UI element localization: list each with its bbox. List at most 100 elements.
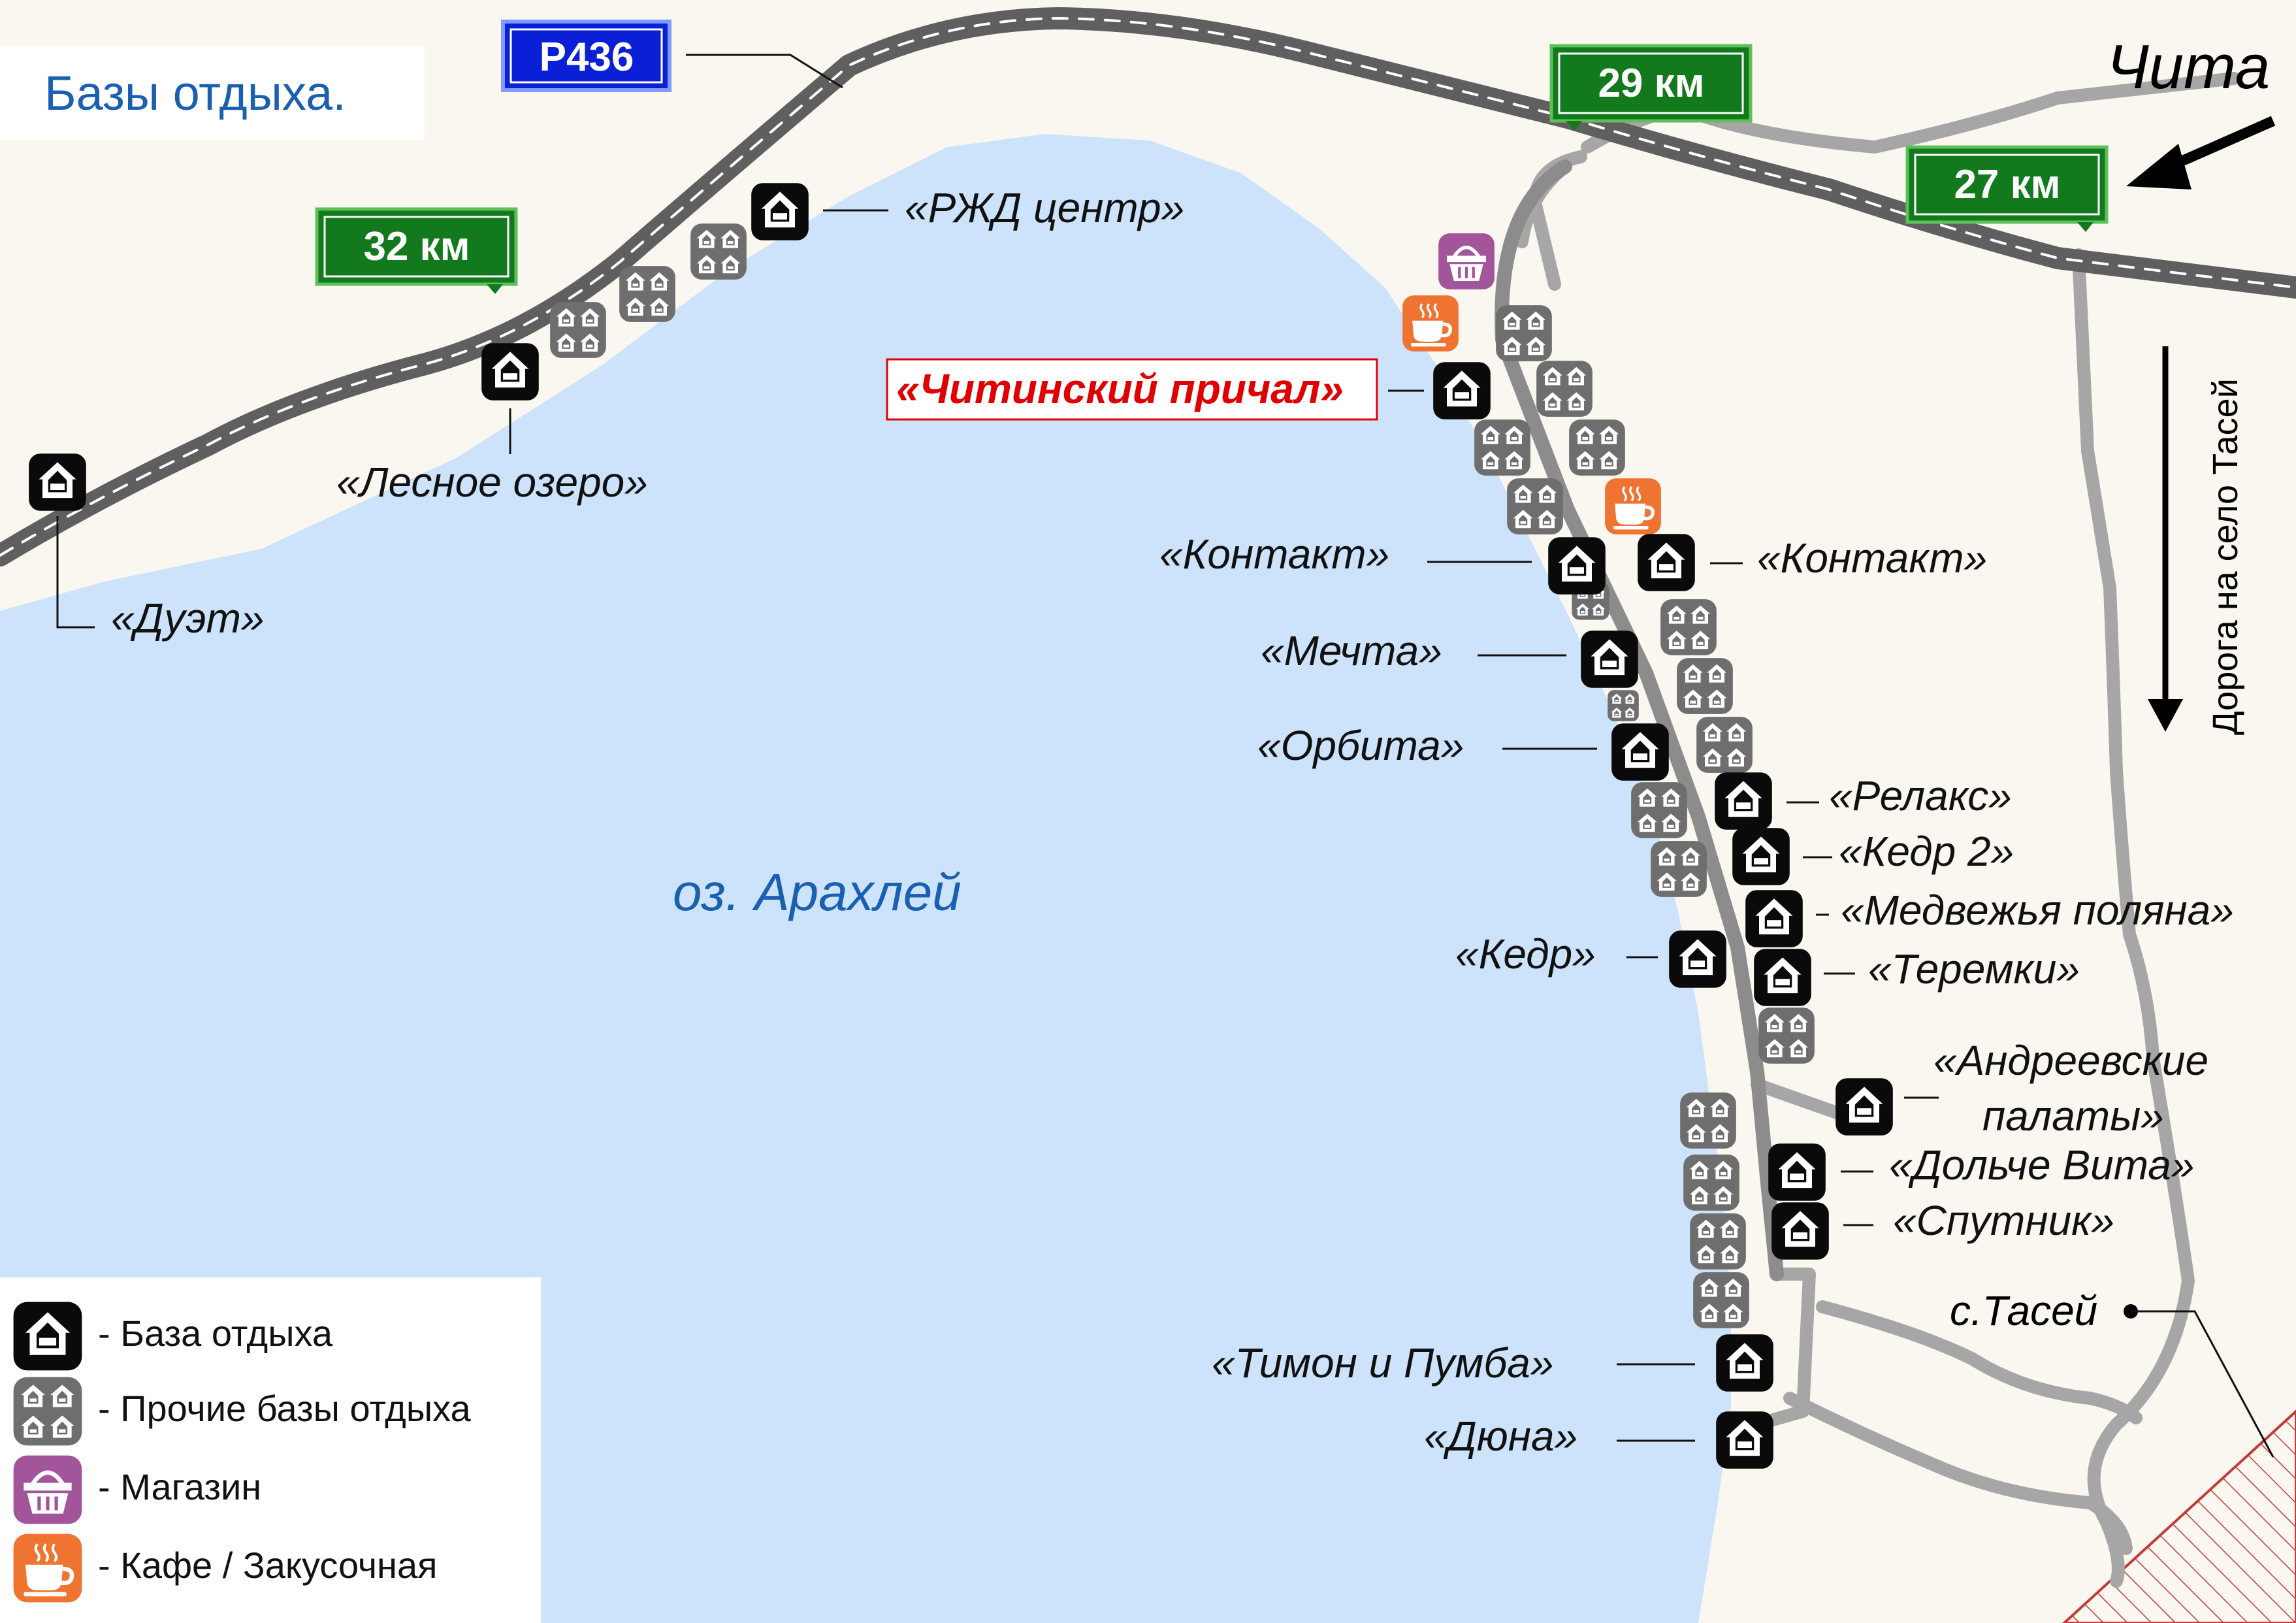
- base-andreevskie-palaty[interactable]: «Андреевские палаты»: [1835, 1037, 2208, 1139]
- village-leader: [2131, 1310, 2274, 1458]
- other-bases-icon[interactable]: [1608, 690, 1639, 721]
- base-chitinskiy-prichal[interactable]: «Читинский причал»: [886, 358, 1491, 421]
- base-label[interactable]: «Дольче Вита»: [1889, 1141, 2194, 1189]
- other-bases-icon[interactable]: [1680, 1092, 1736, 1149]
- lake-arakhley: [0, 134, 1731, 1623]
- other-bases-icon[interactable]: [1536, 361, 1593, 417]
- legend-item-label: - База отдыха: [98, 1313, 333, 1354]
- village-label: с.Тасей: [1950, 1287, 2097, 1334]
- base-icon[interactable]: [1581, 631, 1638, 688]
- base-label[interactable]: «Тимон и Пумба»: [1212, 1339, 1553, 1386]
- legend-item-label: - Магазин: [98, 1466, 261, 1507]
- base-kedr[interactable]: «Кедр»: [1455, 930, 1726, 988]
- base-mechta[interactable]: «Мечта»: [1261, 627, 1638, 688]
- base-icon[interactable]: [1835, 1078, 1893, 1136]
- base-icon[interactable]: [1716, 1411, 1773, 1469]
- base-label[interactable]: «Спутник»: [1893, 1197, 2114, 1244]
- base-lesnoe-ozero[interactable]: «Лесное озеро»: [336, 343, 648, 506]
- base-label[interactable]: «Теремки»: [1868, 945, 2080, 992]
- highway-sign: Р436: [501, 20, 843, 92]
- base-icon[interactable]: [481, 343, 539, 401]
- legend: - База отдыха - Прочие базы отдыха - Маг…: [0, 1277, 541, 1623]
- base-label[interactable]: «Орбита»: [1257, 722, 1464, 769]
- base-icon[interactable]: [1611, 723, 1669, 781]
- other-bases-icon[interactable]: [1569, 419, 1625, 476]
- base-kedr-2[interactable]: «Кедр 2»: [1732, 828, 2014, 885]
- other-bases-icon[interactable]: [550, 302, 606, 358]
- other-bases-icon[interactable]: [619, 266, 675, 322]
- base-icon[interactable]: [1771, 1202, 1829, 1260]
- base-label[interactable]: «Контакт»: [1757, 534, 1987, 582]
- base-icon[interactable]: [1433, 362, 1491, 419]
- base-sputnik[interactable]: «Спутник»: [1771, 1197, 2114, 1260]
- city-chita-label: Чита: [2107, 32, 2270, 102]
- base-label[interactable]: «Дюна»: [1424, 1413, 1577, 1460]
- title-block: Базы отдыха.: [0, 46, 425, 140]
- other-bases-icon[interactable]: [1758, 1008, 1815, 1064]
- other-bases-icon[interactable]: [1696, 717, 1753, 773]
- cafe-icon[interactable]: [1402, 295, 1459, 352]
- shop-icon[interactable]: [1438, 233, 1495, 289]
- base-label-line2[interactable]: палаты»: [1982, 1092, 2164, 1139]
- other-bases-icon[interactable]: [1474, 419, 1530, 476]
- base-teremki[interactable]: «Теремки»: [1754, 945, 2080, 1006]
- other-bases-icon[interactable]: [1496, 305, 1552, 361]
- shore-road: [1495, 159, 1784, 1281]
- base-timon-i-pumba[interactable]: «Тимон и Пумба»: [1212, 1334, 1773, 1392]
- base-orbita[interactable]: «Орбита»: [1257, 722, 1669, 781]
- base-label[interactable]: «Кедр 2»: [1839, 828, 2014, 875]
- base-kontakt-right[interactable]: «Контакт»: [1638, 534, 1987, 591]
- km-sign-29: 29 км: [1549, 44, 1753, 131]
- other-bases-icon[interactable]: [1651, 841, 1707, 897]
- other-bases-icon[interactable]: [690, 223, 747, 280]
- base-icon[interactable]: [1745, 890, 1803, 947]
- highlight-frame: [886, 358, 1378, 421]
- base-label[interactable]: «Андреевские: [1933, 1037, 2208, 1084]
- cafe-icon[interactable]: [1605, 478, 1661, 534]
- base-rzhd-centr[interactable]: «РЖД центр»: [751, 183, 1184, 240]
- km-sign-27: 27 км: [1905, 145, 2109, 232]
- base-label[interactable]: «Дуэт»: [111, 595, 264, 642]
- base-label[interactable]: «Лесное озеро»: [336, 459, 648, 506]
- other-bases-icon[interactable]: [1690, 1213, 1746, 1270]
- base-kontakt-left[interactable]: «Контакт»: [1159, 531, 1606, 595]
- base-icon[interactable]: [1768, 1143, 1826, 1201]
- base-icon[interactable]: [29, 453, 86, 511]
- legend-other-bases-icon: [14, 1377, 82, 1446]
- km-29-label: 29 км: [1598, 61, 1704, 106]
- base-label[interactable]: «Медвежья поляна»: [1841, 887, 2234, 934]
- base-dolche-vita[interactable]: «Дольче Вита»: [1768, 1141, 2194, 1201]
- base-label[interactable]: «Читинский причал»: [896, 365, 1344, 412]
- km-32-label: 32 км: [363, 224, 470, 269]
- highway-r436: [0, 7, 2296, 566]
- base-label[interactable]: «Контакт»: [1159, 531, 1389, 578]
- base-label[interactable]: «Релакс»: [1829, 772, 2012, 819]
- km-27-label: 27 км: [1954, 162, 2060, 207]
- legend-base-icon: [13, 1302, 82, 1371]
- base-label[interactable]: «Кедр»: [1455, 930, 1596, 977]
- other-bases-icon[interactable]: [1683, 1155, 1739, 1211]
- base-medvezhya-polyana[interactable]: «Медвежья поляна»: [1745, 887, 2234, 947]
- arrow-down-icon: [2148, 346, 2183, 732]
- other-bases-icon[interactable]: [1631, 782, 1687, 838]
- base-label[interactable]: «Мечта»: [1261, 627, 1442, 674]
- base-icon[interactable]: [1669, 930, 1726, 988]
- base-icon[interactable]: [1548, 537, 1606, 595]
- other-bases-icon[interactable]: [1660, 599, 1717, 655]
- base-icon[interactable]: [751, 183, 809, 240]
- base-relaks[interactable]: «Релакс»: [1715, 772, 2012, 830]
- arrow-to-chita-icon: [2126, 116, 2276, 189]
- legend-shop-icon: [14, 1456, 82, 1524]
- base-icon[interactable]: [1638, 534, 1695, 591]
- base-dyuna[interactable]: «Дюна»: [1424, 1411, 1773, 1469]
- other-bases-icon[interactable]: [1677, 658, 1733, 714]
- base-icon[interactable]: [1732, 828, 1790, 885]
- other-bases-icon[interactable]: [1693, 1272, 1749, 1328]
- base-duet[interactable]: «Дуэт»: [29, 453, 264, 642]
- km-sign-32: 32 км: [315, 207, 518, 294]
- other-bases-icon[interactable]: [1507, 478, 1563, 534]
- base-icon[interactable]: [1754, 949, 1811, 1006]
- base-label[interactable]: «РЖД центр»: [905, 184, 1184, 231]
- base-icon[interactable]: [1715, 772, 1772, 830]
- base-icon[interactable]: [1716, 1334, 1773, 1392]
